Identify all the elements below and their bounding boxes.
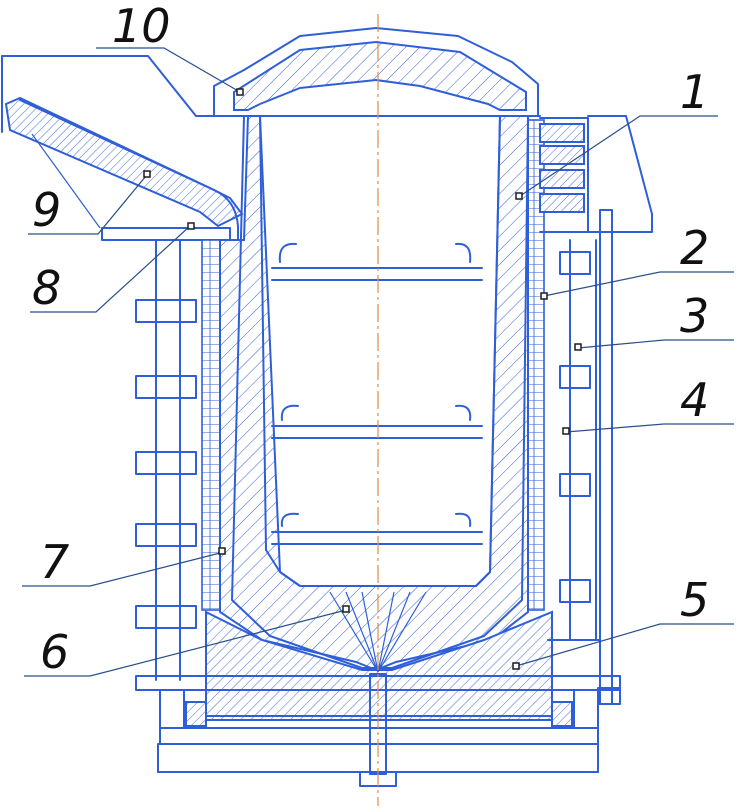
callout-dot-4 [562,427,570,435]
callout-dot-10 [236,88,244,96]
callout-dot-8 [187,222,195,230]
callout-label-8: 8 [32,261,61,315]
callout-label-9: 9 [32,183,61,237]
left-support-frame [135,239,197,681]
callout-label-7: 7 [40,535,69,589]
callout-dot-1 [515,192,523,200]
leader-lines [22,47,734,677]
callout-dot-5 [512,662,520,670]
callout-dot-3 [574,343,582,351]
callout-labels: 10 1 9 8 2 3 4 7 5 6 [32,0,709,679]
callout-label-4: 4 [680,373,709,427]
callout-label-6: 6 [40,625,69,679]
callout-dot-2 [540,292,548,300]
crucible-refractory [219,115,529,672]
callout-dot-6 [342,605,350,613]
callout-label-1: 1 [680,65,709,119]
callout-label-5: 5 [680,573,709,627]
callout-label-10: 10 [112,0,171,53]
lid [207,27,541,117]
inner-shelves [271,242,483,545]
callout-label-3: 3 [680,289,709,343]
callout-label-2: 2 [680,221,709,275]
right-frame [539,115,653,705]
callout-dot-9 [143,170,151,178]
callout-dot-7 [218,547,226,555]
